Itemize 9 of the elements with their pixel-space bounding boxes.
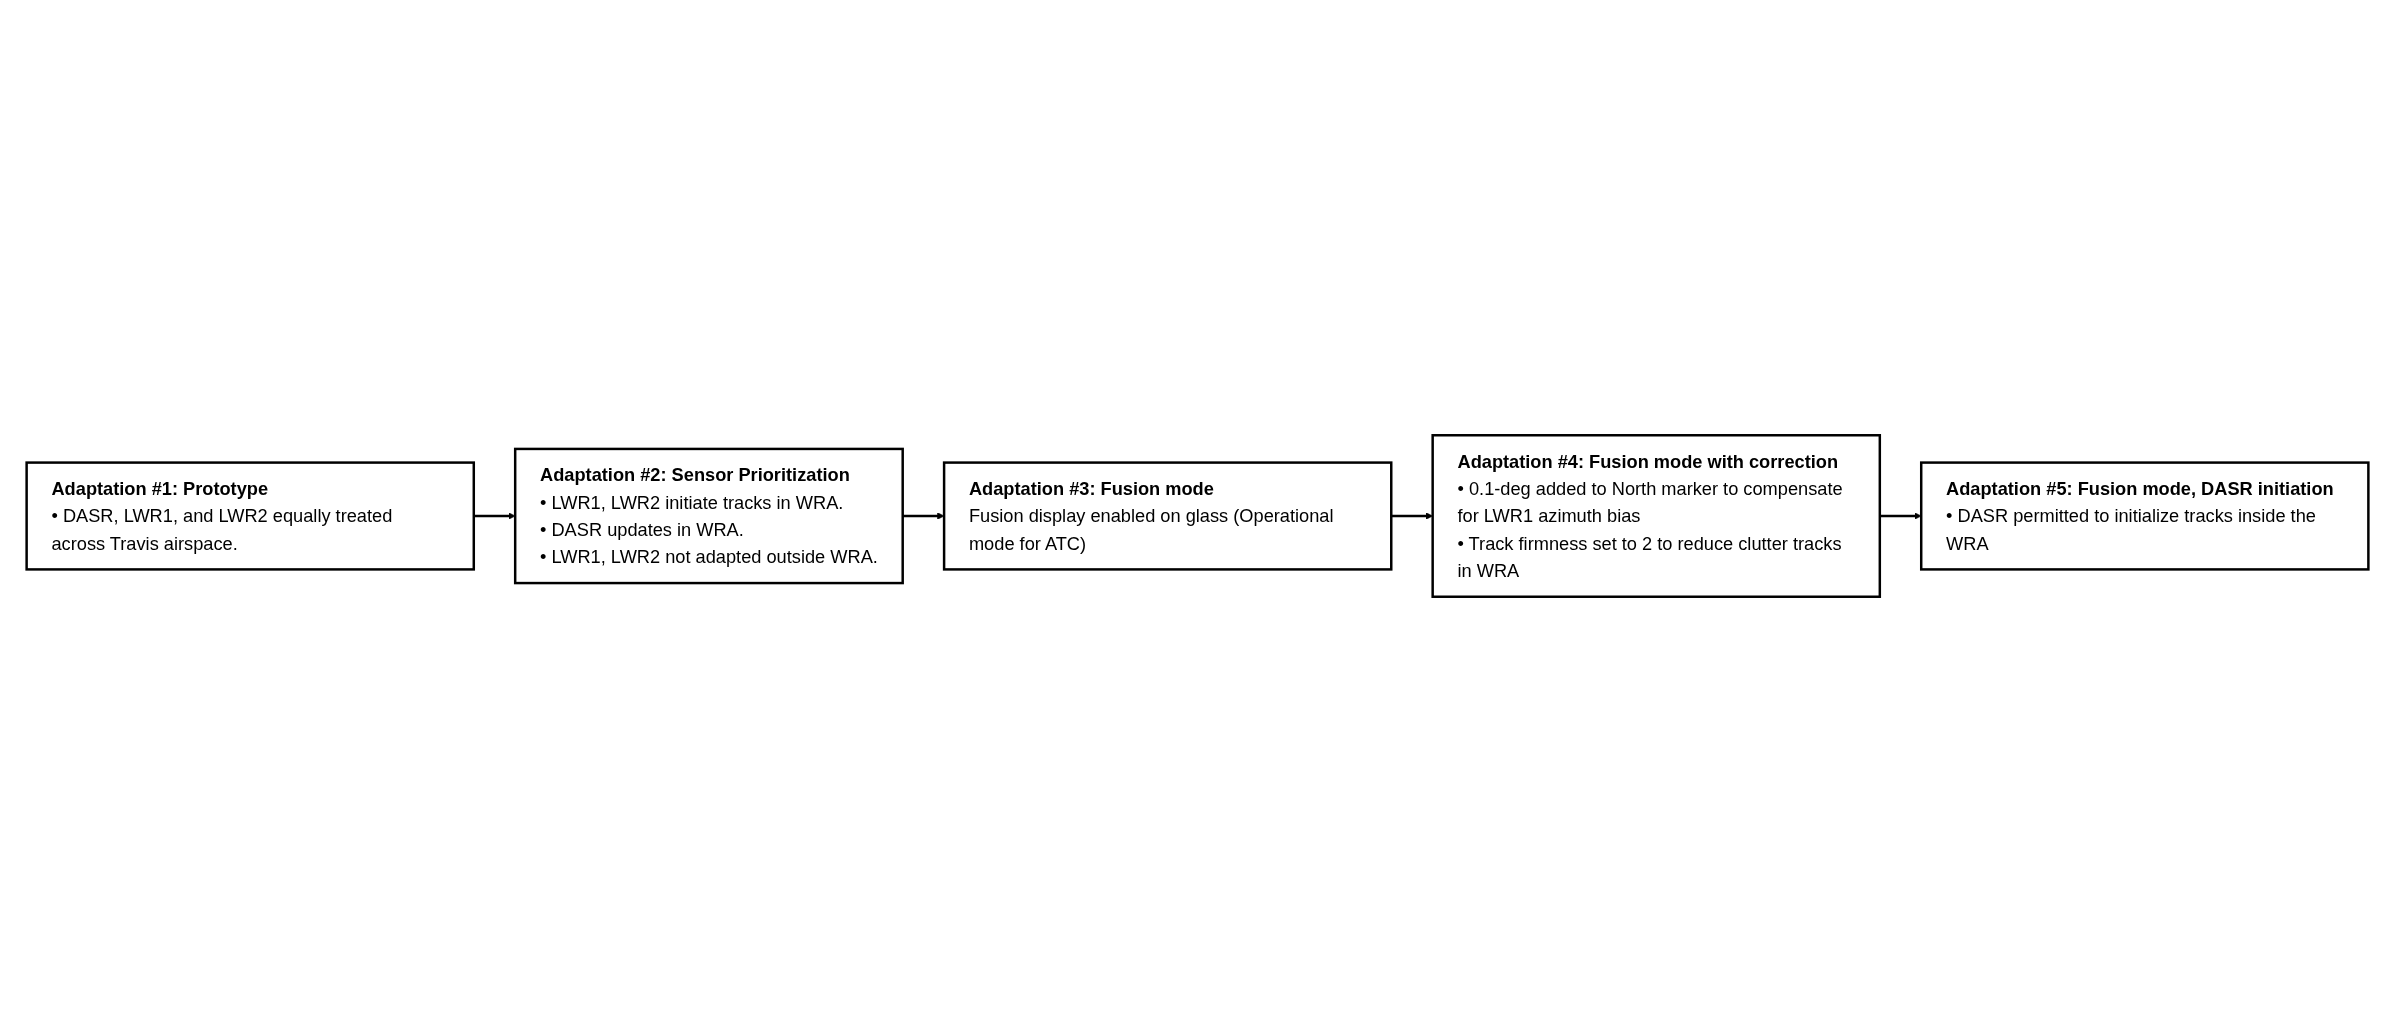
arrow: [473, 511, 516, 520]
arrow: [1391, 511, 1433, 520]
node-box: Adaptation #2: Sensor Prioritization • LWR1, LWR2 initiate tracks in WRA. • DASR updates in WRA. • LWR1, LWR2 not adapted outside WRA.: [513, 447, 904, 584]
node-box: Adaptation #1: Prototype • DASR, LWR1, and LWR2 equally treated across Travis airspace.: [25, 460, 475, 571]
node-box: Adaptation #4: Fusion mode with correction • 0.1-deg added to North marker to compensate for LWR1 azimuth bias • Track firmness set to 2 to reduce clutter tracks in WRA: [1431, 433, 1882, 598]
node-box: Adaptation #5: Fusion mode, DASR initiation • DASR permitted to initialize tracks inside the WRA: [1920, 460, 2370, 571]
arrow: [1879, 511, 1922, 520]
node-box: Adaptation #3: Fusion mode Fusion display enabled on glass (Operational mode for ATC): [942, 460, 1393, 571]
arrow: [902, 511, 945, 520]
